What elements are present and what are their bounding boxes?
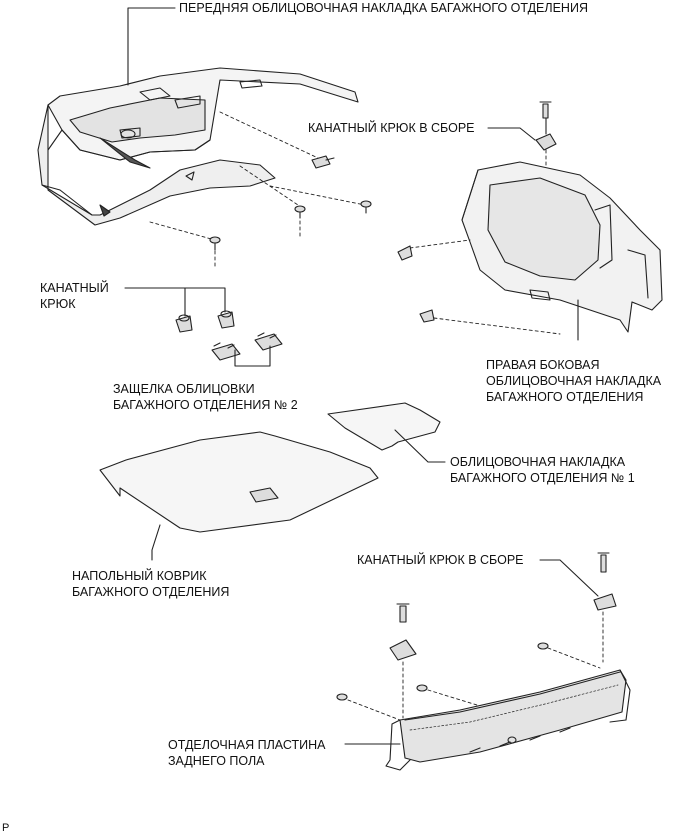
rope-hook-left-2 bbox=[217, 310, 235, 329]
trunk-floor-mat bbox=[99, 431, 379, 533]
hook-bracket-left bbox=[389, 639, 417, 661]
trunk-trim-latch-1 bbox=[211, 342, 241, 361]
bolt-left bbox=[396, 603, 410, 623]
clip-2 bbox=[294, 205, 306, 219]
corner-mark: P bbox=[2, 822, 10, 834]
latch-no2-label: ЗАЩЕЛКА ОБЛИЦОВКИ БАГАЖНОГО ОТДЕЛЕНИЯ № … bbox=[113, 382, 298, 412]
floor-plate-clip-1 bbox=[537, 642, 549, 650]
trunk-trim-cover-no1 bbox=[327, 402, 441, 451]
right-side-trunk-trim bbox=[461, 161, 663, 333]
floor-plate-clip-3 bbox=[336, 693, 348, 701]
floor-plate-clip-2 bbox=[416, 684, 428, 692]
trunk-trim-latch-2 bbox=[254, 332, 283, 351]
front-trim-dashed-lines bbox=[149, 111, 366, 267]
floor-mat-label: НАПОЛЬНЫЙ КОВРИК БАГАЖНОГО ОТДЕЛЕНИЯ bbox=[72, 569, 230, 599]
leader-lines bbox=[124, 7, 599, 745]
front-trunk-trim-cover bbox=[37, 67, 359, 226]
rope-hook-assy-label-bottom: КАНАТНЫЙ КРЮК В СБОРЕ bbox=[357, 553, 524, 567]
clip-4 bbox=[209, 236, 221, 251]
side-clip-2 bbox=[419, 309, 435, 323]
front-trim-label: ПЕРЕДНЯЯ ОБЛИЦОВОЧНАЯ НАКЛАДКА БАГАЖНОГО… bbox=[179, 1, 588, 15]
rope-hook-assy-top bbox=[535, 101, 557, 151]
rear-floor-plate-label: ОТДЕЛОЧНАЯ ПЛАСТИНА ЗАДНЕГО ПОЛА bbox=[168, 738, 326, 768]
clip-3 bbox=[360, 200, 372, 214]
rope-hook-assy-bottom bbox=[593, 552, 617, 611]
rear-floor-finish-plate bbox=[385, 669, 631, 771]
rope-hook-label: КАНАТНЫЙ КРЮК bbox=[40, 281, 109, 311]
right-side-trim-label: ПРАВАЯ БОКОВАЯ ОБЛИЦОВОЧНАЯ НАКЛАДКА БАГ… bbox=[486, 358, 662, 404]
rope-hook-left-1 bbox=[175, 314, 193, 333]
side-clip-1 bbox=[397, 245, 413, 261]
clip-1 bbox=[311, 155, 335, 169]
trim-no1-label: ОБЛИЦОВОЧНАЯ НАКЛАДКА БАГАЖНОГО ОТДЕЛЕНИ… bbox=[450, 455, 635, 485]
rope-hook-assy-label-top: КАНАТНЫЙ КРЮК В СБОРЕ bbox=[308, 121, 475, 135]
